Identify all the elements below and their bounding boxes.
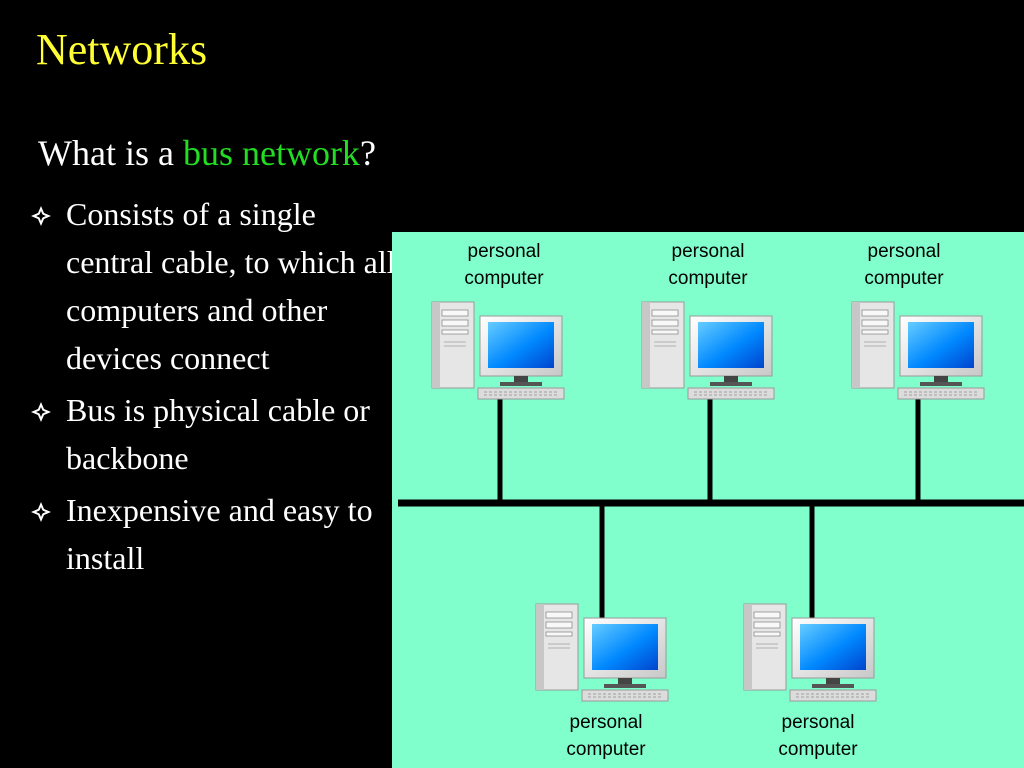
bullet-text: Bus is physical cable or backbone [66, 392, 370, 476]
bullet-text: Inexpensive and easy to install [66, 492, 373, 576]
bullet-list: Consists of a single central cable, to w… [30, 190, 400, 586]
subtitle-prefix: What is a [38, 133, 183, 173]
slide-subtitle: What is a bus network? [38, 135, 376, 171]
diamond-bullet-icon [31, 402, 51, 422]
slide-title: Networks [36, 25, 208, 74]
bullet-item: Inexpensive and easy to install [30, 486, 400, 582]
bullet-item: Consists of a single central cable, to w… [30, 190, 400, 382]
computer-icon [851, 301, 985, 400]
subtitle-suffix: ? [359, 133, 376, 173]
diamond-bullet-icon [31, 502, 51, 522]
bullet-text: Consists of a single central cable, to w… [66, 196, 396, 376]
bullet-item: Bus is physical cable or backbone [30, 386, 400, 482]
diagram-canvas [398, 301, 1024, 702]
computer-icon [535, 603, 669, 702]
computer-icon [641, 301, 775, 400]
computer-icon [743, 603, 877, 702]
computer-icon [431, 301, 565, 400]
diamond-bullet-icon [31, 206, 51, 226]
subtitle-highlight: bus network [182, 133, 360, 173]
